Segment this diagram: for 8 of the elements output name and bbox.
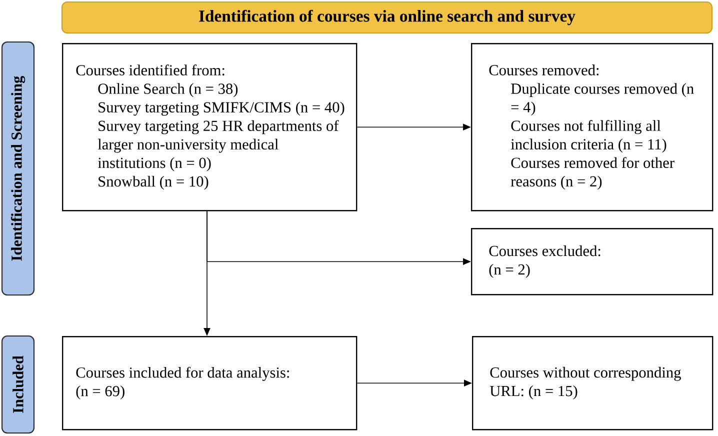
heading-band: Identification of courses via online search and survey — [61, 1, 713, 34]
stage-band: Identification and Screening — [1, 41, 35, 296]
process-box: Courses excluded: (n = 2) — [471, 228, 714, 296]
process-box: Courses removed: Duplicate courses removed (n = 4) Courses not fulfilling all inclusion criteria (n = 11) Courses removed for other reasons (n = 2) — [471, 43, 714, 212]
process-box: Courses without corresponding URL: (n = 15) — [472, 336, 714, 430]
process-box: Courses included for data analysis: (n = 69) — [62, 336, 358, 430]
stage-band: Included — [1, 335, 35, 434]
process-box: Courses identified from: Online Search (n = 38) Survey targeting SMIFK/CIMS (n = 40) Survey targeting 25 HR departments of larger non-university medical institutions (n = 0) Snowball (n = 10) — [62, 43, 358, 212]
